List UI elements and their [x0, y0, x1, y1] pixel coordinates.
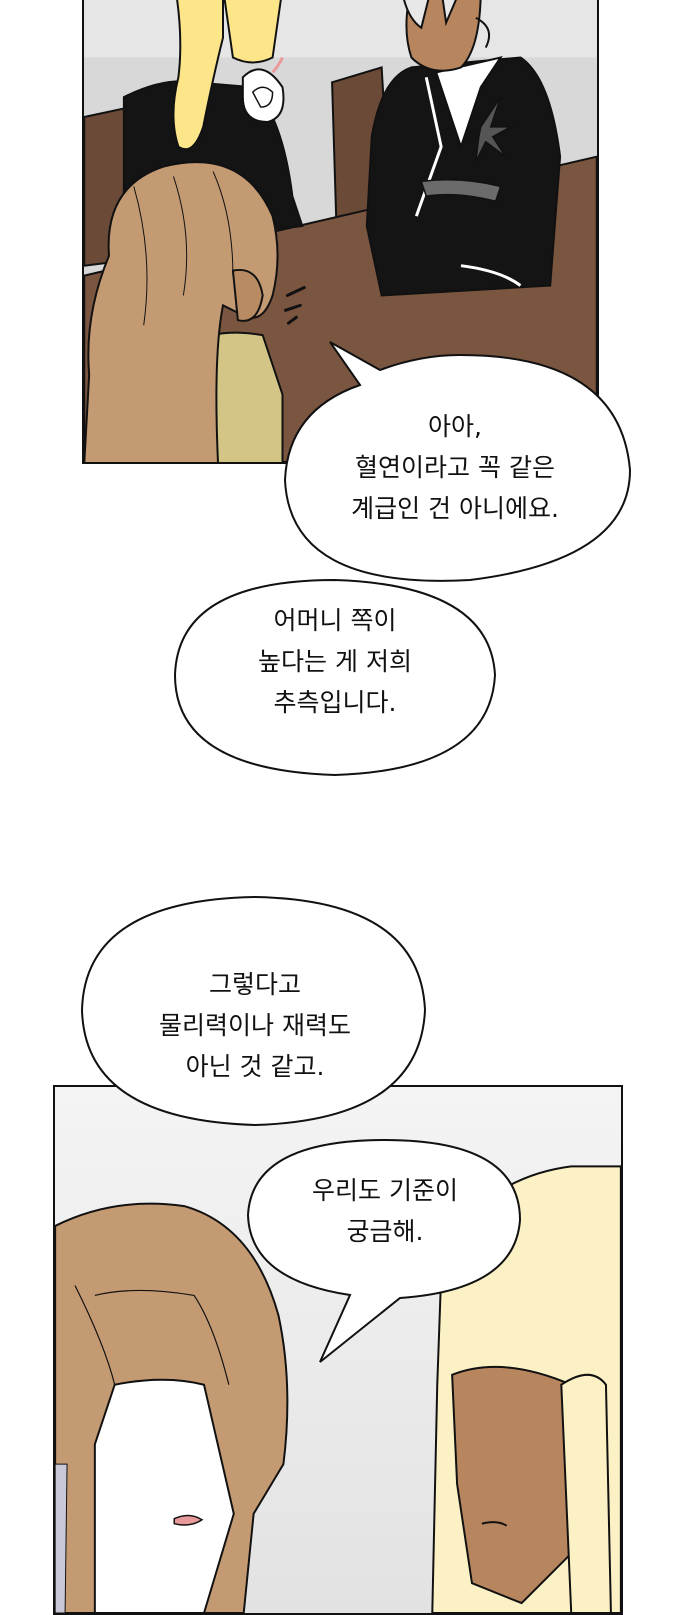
speech-bubble-text: 그렇다고 물리력이나 재력도 아닌 것 같고.: [110, 964, 400, 1087]
face-right: [451, 1365, 583, 1605]
speech-bubble-text: 아아, 혈연이라고 꼭 같은 계급인 건 아니에요.: [310, 406, 600, 529]
speech-line: 그렇다고: [208, 970, 301, 999]
mouth-left: [173, 1514, 204, 1526]
mouth-right: [481, 1521, 508, 1527]
dark-skin-face: [405, 0, 482, 72]
ear: [231, 268, 264, 322]
shirt-collar: [434, 55, 503, 150]
rose-brooch: [241, 68, 285, 123]
speech-line: 높다는 게 저희: [258, 647, 412, 676]
speech-bubble-text: 어머니 쪽이 높다는 게 저희 추측입니다.: [205, 600, 465, 723]
speech-line: 어머니 쪽이: [273, 606, 397, 635]
blonde-hair: [172, 0, 225, 151]
black-coat: [365, 56, 562, 297]
face-left: [93, 1378, 235, 1613]
leaf-brooch: [475, 96, 514, 162]
speech-bubble-icon: [283, 341, 632, 582]
speech-line: 아닌 것 같고.: [185, 1052, 325, 1081]
speech-line: 아아,: [428, 412, 482, 441]
speech-line: 추측입니다.: [273, 688, 397, 717]
motion-lines-icon: [283, 286, 306, 325]
speech-bubble-icon: [80, 895, 427, 1127]
speech-line: 계급인 건 아니에요.: [351, 494, 559, 523]
speech-line: 궁금해.: [346, 1217, 424, 1246]
white-hair: [403, 0, 430, 30]
speech-line: 우리도 기준이: [312, 1176, 458, 1205]
speech-bubble-icon: [246, 1138, 522, 1363]
brown-hair: [84, 161, 279, 462]
speech-line: 물리력이나 재력도: [159, 1011, 351, 1040]
speech-line: 혈연이라고 꼭 같은: [355, 453, 555, 482]
speech-bubble-text: 우리도 기준이 궁금해.: [270, 1170, 500, 1252]
speech-bubble-icon: [173, 578, 497, 777]
